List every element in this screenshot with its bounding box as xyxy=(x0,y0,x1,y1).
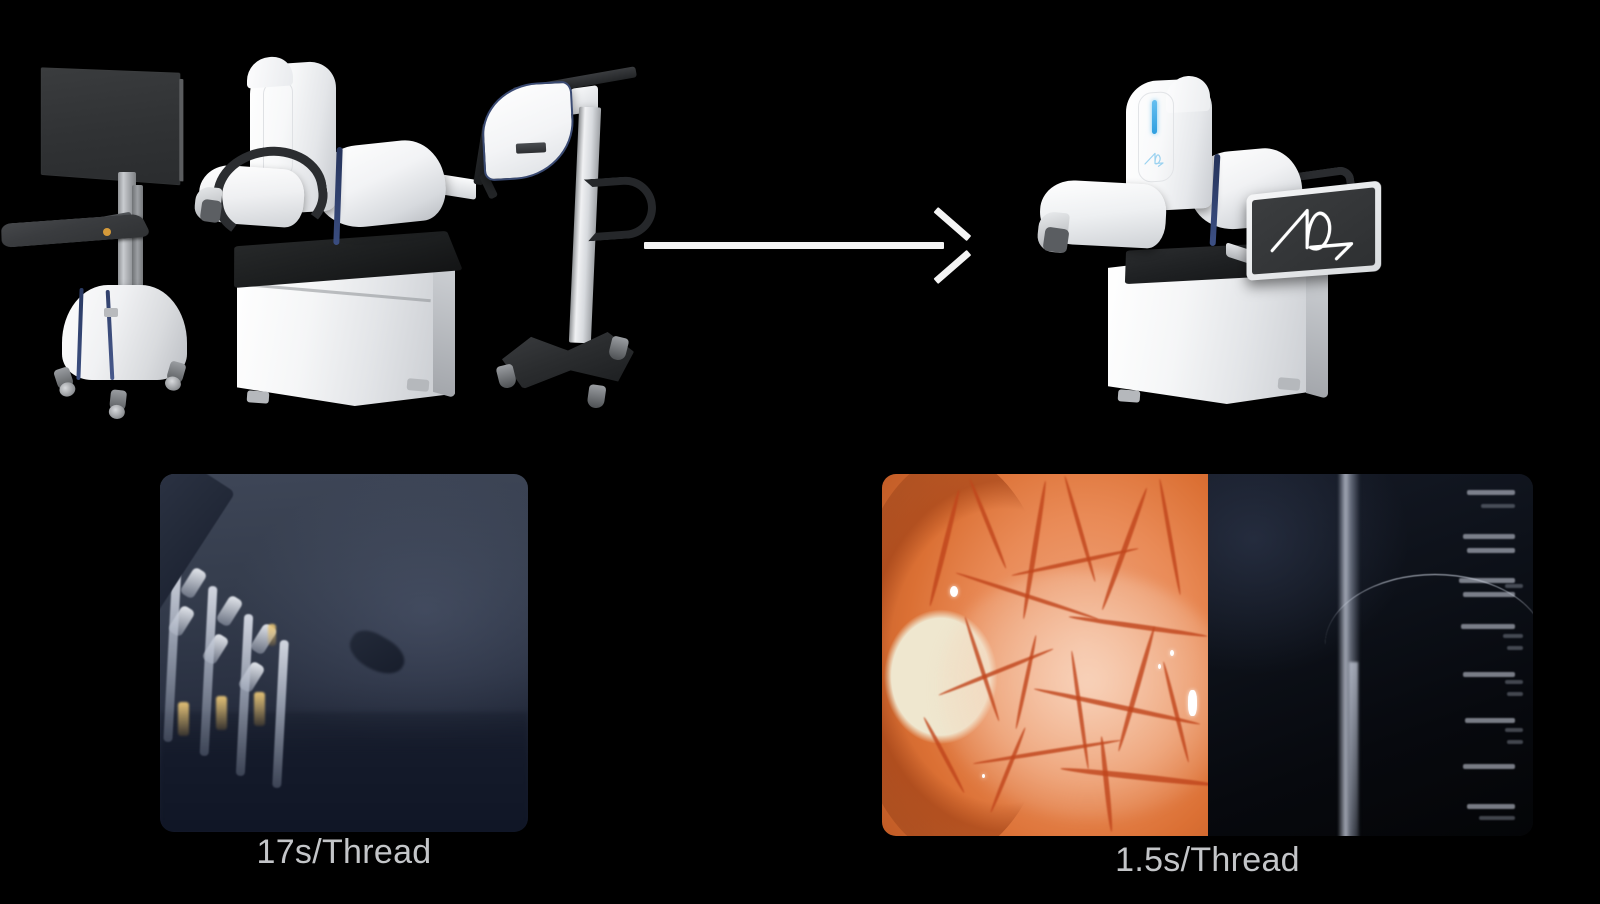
imaging-stand xyxy=(470,65,659,415)
scale-ruler xyxy=(1433,474,1533,836)
ruler-tick xyxy=(1503,634,1523,638)
new-throughput-label: 1.5s/Thread xyxy=(1115,841,1300,879)
needle-tip xyxy=(268,624,276,646)
specular-highlight xyxy=(950,586,958,597)
status-led-indicator xyxy=(1152,99,1157,135)
ruler-tick xyxy=(1463,534,1515,539)
arrow-head xyxy=(928,206,972,285)
ruler-tick xyxy=(1463,672,1515,677)
robot-cabinet-edge xyxy=(433,251,455,399)
new-robot-cabinet-edge xyxy=(1306,257,1328,399)
legacy-throughput-label: 17s/Thread xyxy=(256,833,432,871)
robot-end-effector xyxy=(199,198,223,224)
after-system-group xyxy=(1030,70,1450,410)
ruler-tick xyxy=(1463,592,1515,597)
legacy-insertion-video-panel[interactable] xyxy=(160,474,528,832)
stand-panel-slot xyxy=(515,142,547,154)
stand-fan-panel xyxy=(479,80,577,182)
ruler-tick xyxy=(1505,680,1523,684)
ruler-tick xyxy=(1459,578,1515,583)
cart-monitor-screen xyxy=(40,67,184,186)
ruler-tick xyxy=(1505,584,1523,588)
cart-mast-inner xyxy=(132,185,143,310)
specular-highlight xyxy=(1170,650,1174,656)
ruler-tick xyxy=(1507,740,1523,744)
neuralink-logo-icon xyxy=(1143,149,1165,168)
robot-head-cap xyxy=(247,55,293,89)
specular-highlight xyxy=(1188,690,1197,716)
cart-caster xyxy=(108,389,128,420)
ruler-tick xyxy=(1467,490,1515,495)
control-cart xyxy=(0,60,240,420)
specular-highlight xyxy=(982,774,985,778)
new-robot-monitor xyxy=(1246,180,1382,281)
needle-closeup-view xyxy=(1208,474,1533,836)
ruler-tick xyxy=(1461,624,1515,629)
ruler-tick xyxy=(1507,646,1523,650)
ruler-tick xyxy=(1507,692,1523,696)
needle-cartridge-head xyxy=(215,594,244,628)
ruler-tick xyxy=(1465,718,1515,723)
cart-mast xyxy=(118,172,136,317)
robot-foot xyxy=(406,378,430,392)
video-floor xyxy=(160,712,528,832)
inserter-blade-tip xyxy=(343,623,411,683)
arrow-shaft xyxy=(644,242,944,249)
monitor-edge xyxy=(179,78,184,182)
stand-caster xyxy=(586,383,607,410)
new-robot-foot xyxy=(1277,377,1301,391)
ruler-tick xyxy=(1505,728,1523,732)
new-insertion-video-panel[interactable] xyxy=(882,474,1533,836)
new-robot-foot xyxy=(1117,389,1141,403)
blood-vessel xyxy=(1157,478,1183,596)
ruler-tick xyxy=(1467,548,1515,553)
ruler-tick xyxy=(1463,764,1515,769)
needle-tip xyxy=(216,696,227,730)
transition-arrow-icon xyxy=(640,206,980,285)
cart-port xyxy=(104,308,118,317)
monitor-screen xyxy=(1251,187,1376,275)
legacy-surgical-robot xyxy=(193,55,476,410)
electrode-thread xyxy=(1325,574,1533,645)
new-robot-end-effector xyxy=(1042,226,1070,254)
before-system-group xyxy=(0,50,659,420)
cortex-surface-view xyxy=(882,474,1238,836)
ruler-tick xyxy=(1467,804,1515,809)
neuralink-logo-icon xyxy=(1262,195,1364,268)
needle-tip xyxy=(254,692,265,726)
tray-lock-knob xyxy=(103,228,111,236)
specular-highlight xyxy=(1158,664,1161,669)
blood-vessel xyxy=(1062,475,1098,583)
robot-foot xyxy=(246,390,270,404)
ruler-tick xyxy=(1481,504,1515,508)
ruler-tick xyxy=(1479,816,1515,820)
insertion-needle-tip xyxy=(1349,662,1359,836)
needle-tip xyxy=(178,702,189,736)
